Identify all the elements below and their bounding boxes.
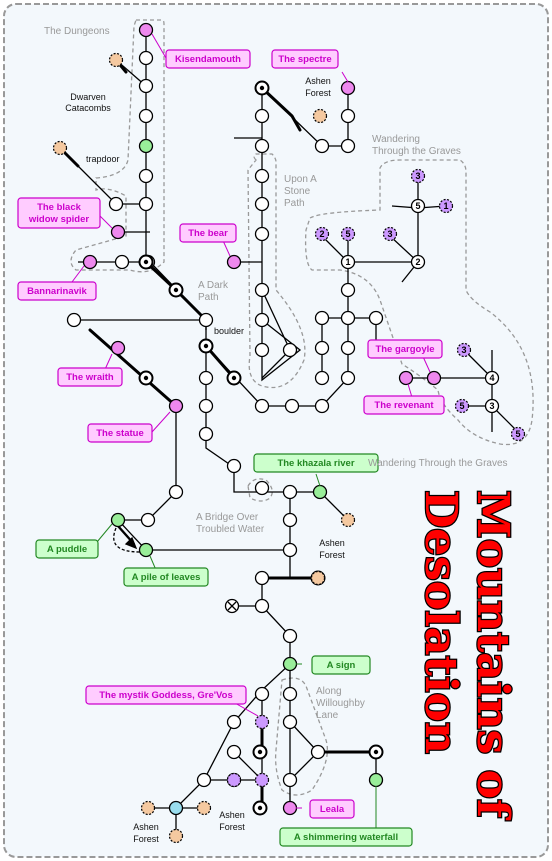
item-rooms <box>110 138 384 788</box>
title-line-2: Desolation <box>415 490 466 754</box>
callout-kisendamouth: Kisendamouth <box>175 54 241 65</box>
room-number-2: 2 <box>415 257 420 267</box>
label-ashen-forest-2a: Ashen <box>319 538 345 548</box>
label-ashen-forest-1a: Ashen <box>305 76 331 86</box>
label-trapdoor: trapdoor <box>86 154 120 164</box>
callout-revenant: The revenant <box>374 400 434 411</box>
callout-bear: The bear <box>188 228 228 239</box>
callout-wraith: The wraith <box>66 372 114 383</box>
label-ashen-forest-4b: Forest <box>133 834 159 844</box>
region-dwarven-1: Dwarven <box>70 92 106 102</box>
grave-number-5c: 5 <box>515 429 520 439</box>
callout-waterfall: A shimmering waterfall <box>294 832 398 843</box>
room-number-3: 3 <box>489 401 494 411</box>
region-dwarven-2: Catacombs <box>65 103 111 113</box>
callout-goddess: The mystik Goddess, Gre'Vos <box>99 690 233 701</box>
grave-number-2: 2 <box>319 229 324 239</box>
numbered-rooms <box>340 198 500 414</box>
region-stone-path-3: Path <box>284 198 305 209</box>
region-stone-path-1: Upon A <box>284 174 317 185</box>
room-dots <box>143 85 379 811</box>
callout-statue: The statue <box>96 428 144 439</box>
callout-puddle: A puddle <box>47 544 87 555</box>
cyan-room <box>168 800 184 816</box>
npc-rooms <box>82 22 442 816</box>
npc-callouts <box>17 49 445 819</box>
callout-leaves: A pile of leaves <box>132 572 201 583</box>
exit-rooms <box>52 52 356 844</box>
region-bridge-1: A Bridge Over <box>196 512 259 523</box>
callout-sign: A sign <box>327 660 356 671</box>
region-stone-path-2: Stone <box>284 186 311 197</box>
grave-rooms <box>226 168 526 788</box>
room-number-1: 1 <box>345 257 350 267</box>
region-wandering-top-2: Through the Graves <box>372 146 461 157</box>
callout-leala: Leala <box>320 804 345 815</box>
callout-black-widow-2: widow spider <box>28 214 89 225</box>
callout-spectre: The spectre <box>278 54 331 65</box>
label-ashen-forest-3a: Ashen <box>219 810 245 820</box>
grave-number-5b: 5 <box>459 401 464 411</box>
map-title: Mountains of Desolation <box>414 489 520 823</box>
label-ashen-forest-3b: Forest <box>219 822 245 832</box>
grave-number-3a: 3 <box>415 171 420 181</box>
room-number-4: 4 <box>489 373 494 383</box>
region-willoughby-3: Lane <box>316 710 339 721</box>
region-wandering-top-1: Wandering <box>372 134 420 145</box>
region-dark-path-1: A Dark <box>198 280 229 291</box>
region-wandering-bottom: Wandering Through the Graves <box>368 458 508 469</box>
room-number-5: 5 <box>415 201 420 211</box>
region-willoughby-2: Willoughby <box>316 698 365 709</box>
region-dungeons: The Dungeons <box>44 26 110 37</box>
grave-number-3b: 3 <box>387 229 392 239</box>
grave-number-1: 1 <box>443 201 448 211</box>
region-bridge-2: Troubled Water <box>196 524 265 535</box>
blocked-room-icon <box>224 598 240 614</box>
region-dark-path-2: Path <box>198 292 219 303</box>
label-ashen-forest-4a: Ashen <box>133 822 159 832</box>
label-ashen-forest-2b: Forest <box>319 550 345 560</box>
grave-number-3c: 3 <box>461 345 466 355</box>
one-way-arrows <box>113 525 141 553</box>
region-willoughby-1: Along <box>316 686 342 697</box>
callout-khazala: The khazala river <box>277 458 354 469</box>
label-ashen-forest-1b: Forest <box>305 88 331 98</box>
callout-gargoyle: The gargoyle <box>375 344 434 355</box>
title-line-1: Mountains of <box>467 490 518 821</box>
callout-black-widow-1: The black <box>37 202 82 213</box>
label-boulder: boulder <box>214 326 244 336</box>
callout-bannarinavik: Bannarinavik <box>27 286 87 297</box>
region-outlines <box>70 19 534 796</box>
item-callouts <box>35 453 413 847</box>
grave-number-5a: 5 <box>345 229 350 239</box>
map-frame <box>3 3 549 858</box>
